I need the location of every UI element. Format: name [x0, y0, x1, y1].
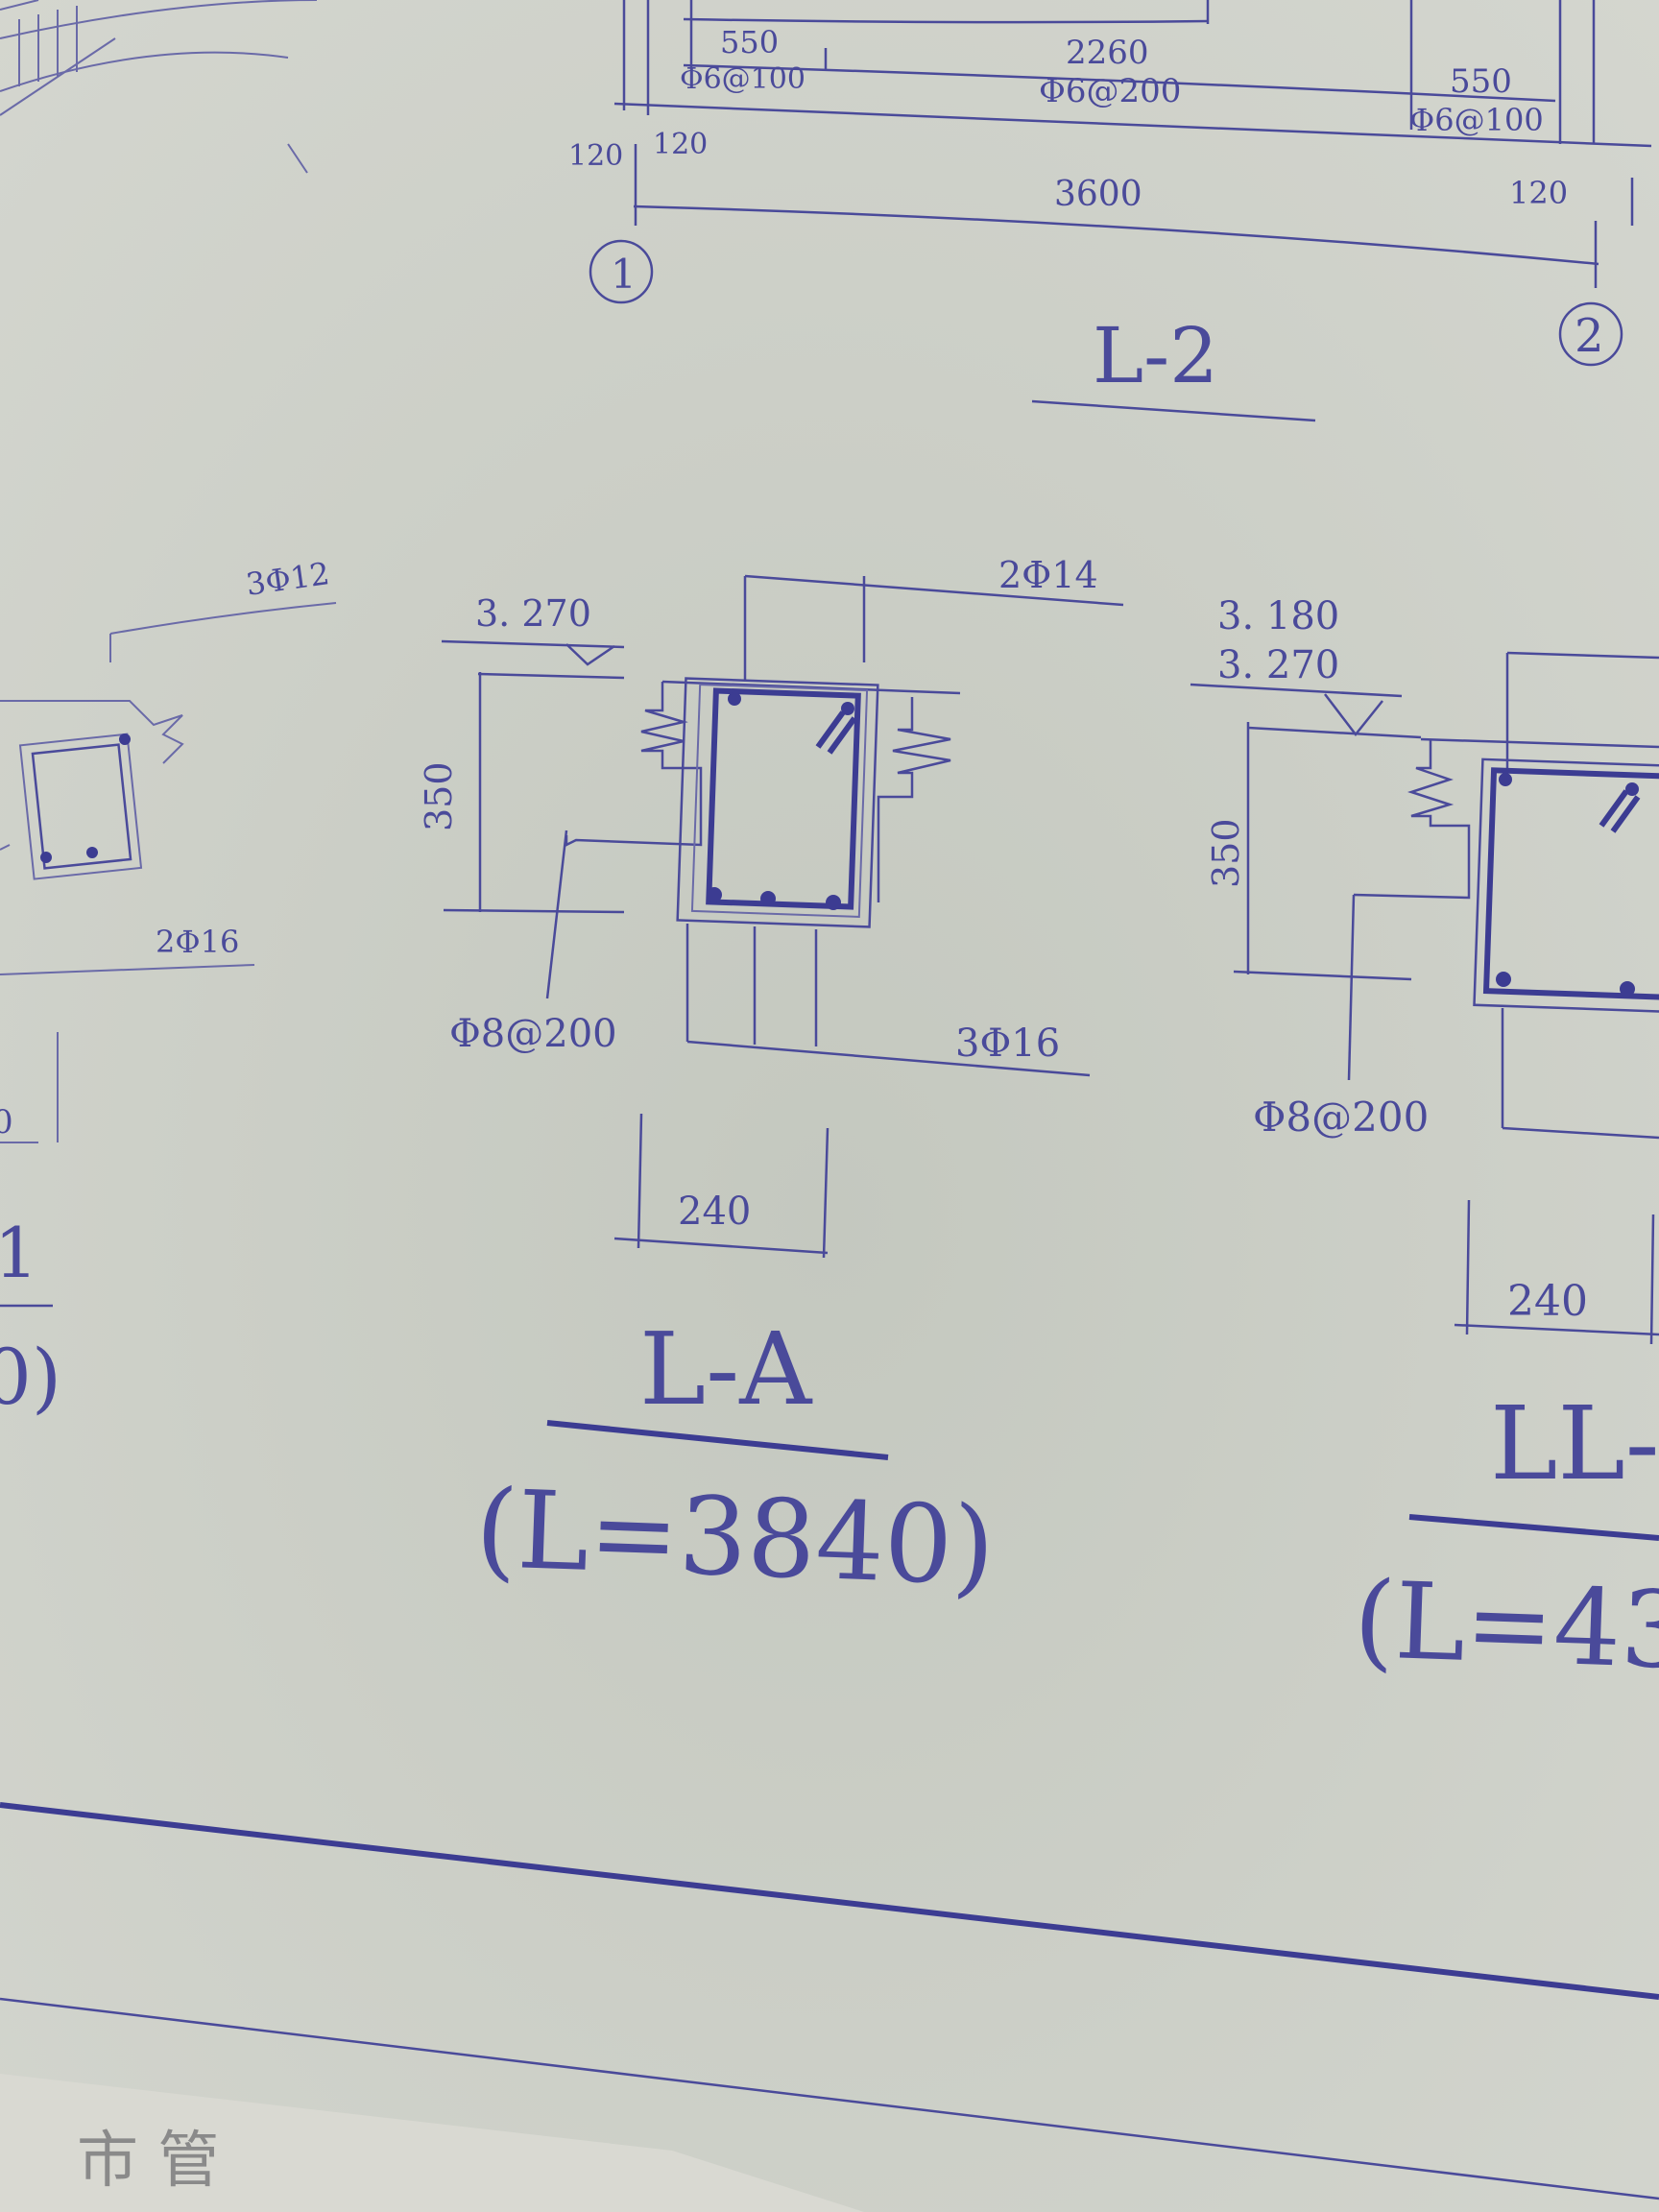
dim-wall-120-c: 120 [1509, 175, 1568, 211]
dim-wall-120-a: 120 [568, 139, 623, 173]
axis-bubble-1 [589, 239, 654, 304]
dim-550-left: 550 [720, 24, 779, 60]
stirrup-left-top: Φ6@100 [680, 62, 805, 96]
section-ll-drawing [1190, 651, 1659, 1541]
la-title: L-A [639, 1310, 813, 1428]
dim-2260: 2260 [1066, 34, 1149, 72]
ll-height: 350 [1205, 818, 1247, 888]
section-left-partial [0, 0, 337, 1308]
axis-label-2: 2 [1575, 309, 1604, 363]
section-la-drawing [441, 574, 1124, 1460]
ll-stirrup: Φ8@200 [1253, 1094, 1429, 1141]
la-width: 240 [678, 1190, 751, 1234]
la-length: (L=3840) [473, 1467, 997, 1610]
stirrup-right-top: Φ6@100 [1409, 102, 1544, 138]
la-stirrup: Φ8@200 [449, 1012, 617, 1056]
ll-title: LL- [1490, 1384, 1659, 1503]
ll-elevation-1: 3. 180 [1217, 594, 1339, 638]
la-height: 350 [418, 761, 460, 831]
la-elevation: 3. 270 [475, 592, 591, 635]
left-length-fragment: 0) [0, 1333, 61, 1422]
axis-label-1: 1 [611, 251, 637, 298]
stirrup-mid-top: Φ6@200 [1039, 72, 1181, 110]
title-underline-la [546, 1420, 889, 1460]
title-block-inner-line [0, 1997, 1659, 2200]
beam-l2-elevation [589, 0, 1652, 422]
ll-width: 240 [1507, 1277, 1588, 1326]
la-top-bar: 2Φ14 [998, 554, 1098, 596]
axis-bubble-2 [1558, 301, 1623, 367]
ll-elevation-2: 3. 270 [1217, 643, 1339, 687]
left-dim-fragment: 0 [0, 1103, 13, 1142]
ll-length: (L=43 [1352, 1558, 1659, 1693]
dim-wall-120-b: 120 [653, 128, 708, 161]
title-block-border [0, 1802, 1659, 2000]
dim-550-right: 550 [1450, 62, 1512, 101]
under-sheet [0, 2074, 864, 2212]
la-bottom-bar: 3Φ16 [955, 1022, 1060, 1066]
left-bottom-bar-label: 2Φ16 [156, 924, 239, 960]
title-underline-ll [1408, 1514, 1659, 1541]
dim-span-3600: 3600 [1054, 175, 1142, 214]
title-l2: L-2 [1093, 311, 1218, 400]
stamp-fragment: 市 管 [77, 2126, 219, 2197]
title-underline-l2 [1031, 399, 1316, 422]
left-title-fragment: 1 [0, 1213, 38, 1293]
